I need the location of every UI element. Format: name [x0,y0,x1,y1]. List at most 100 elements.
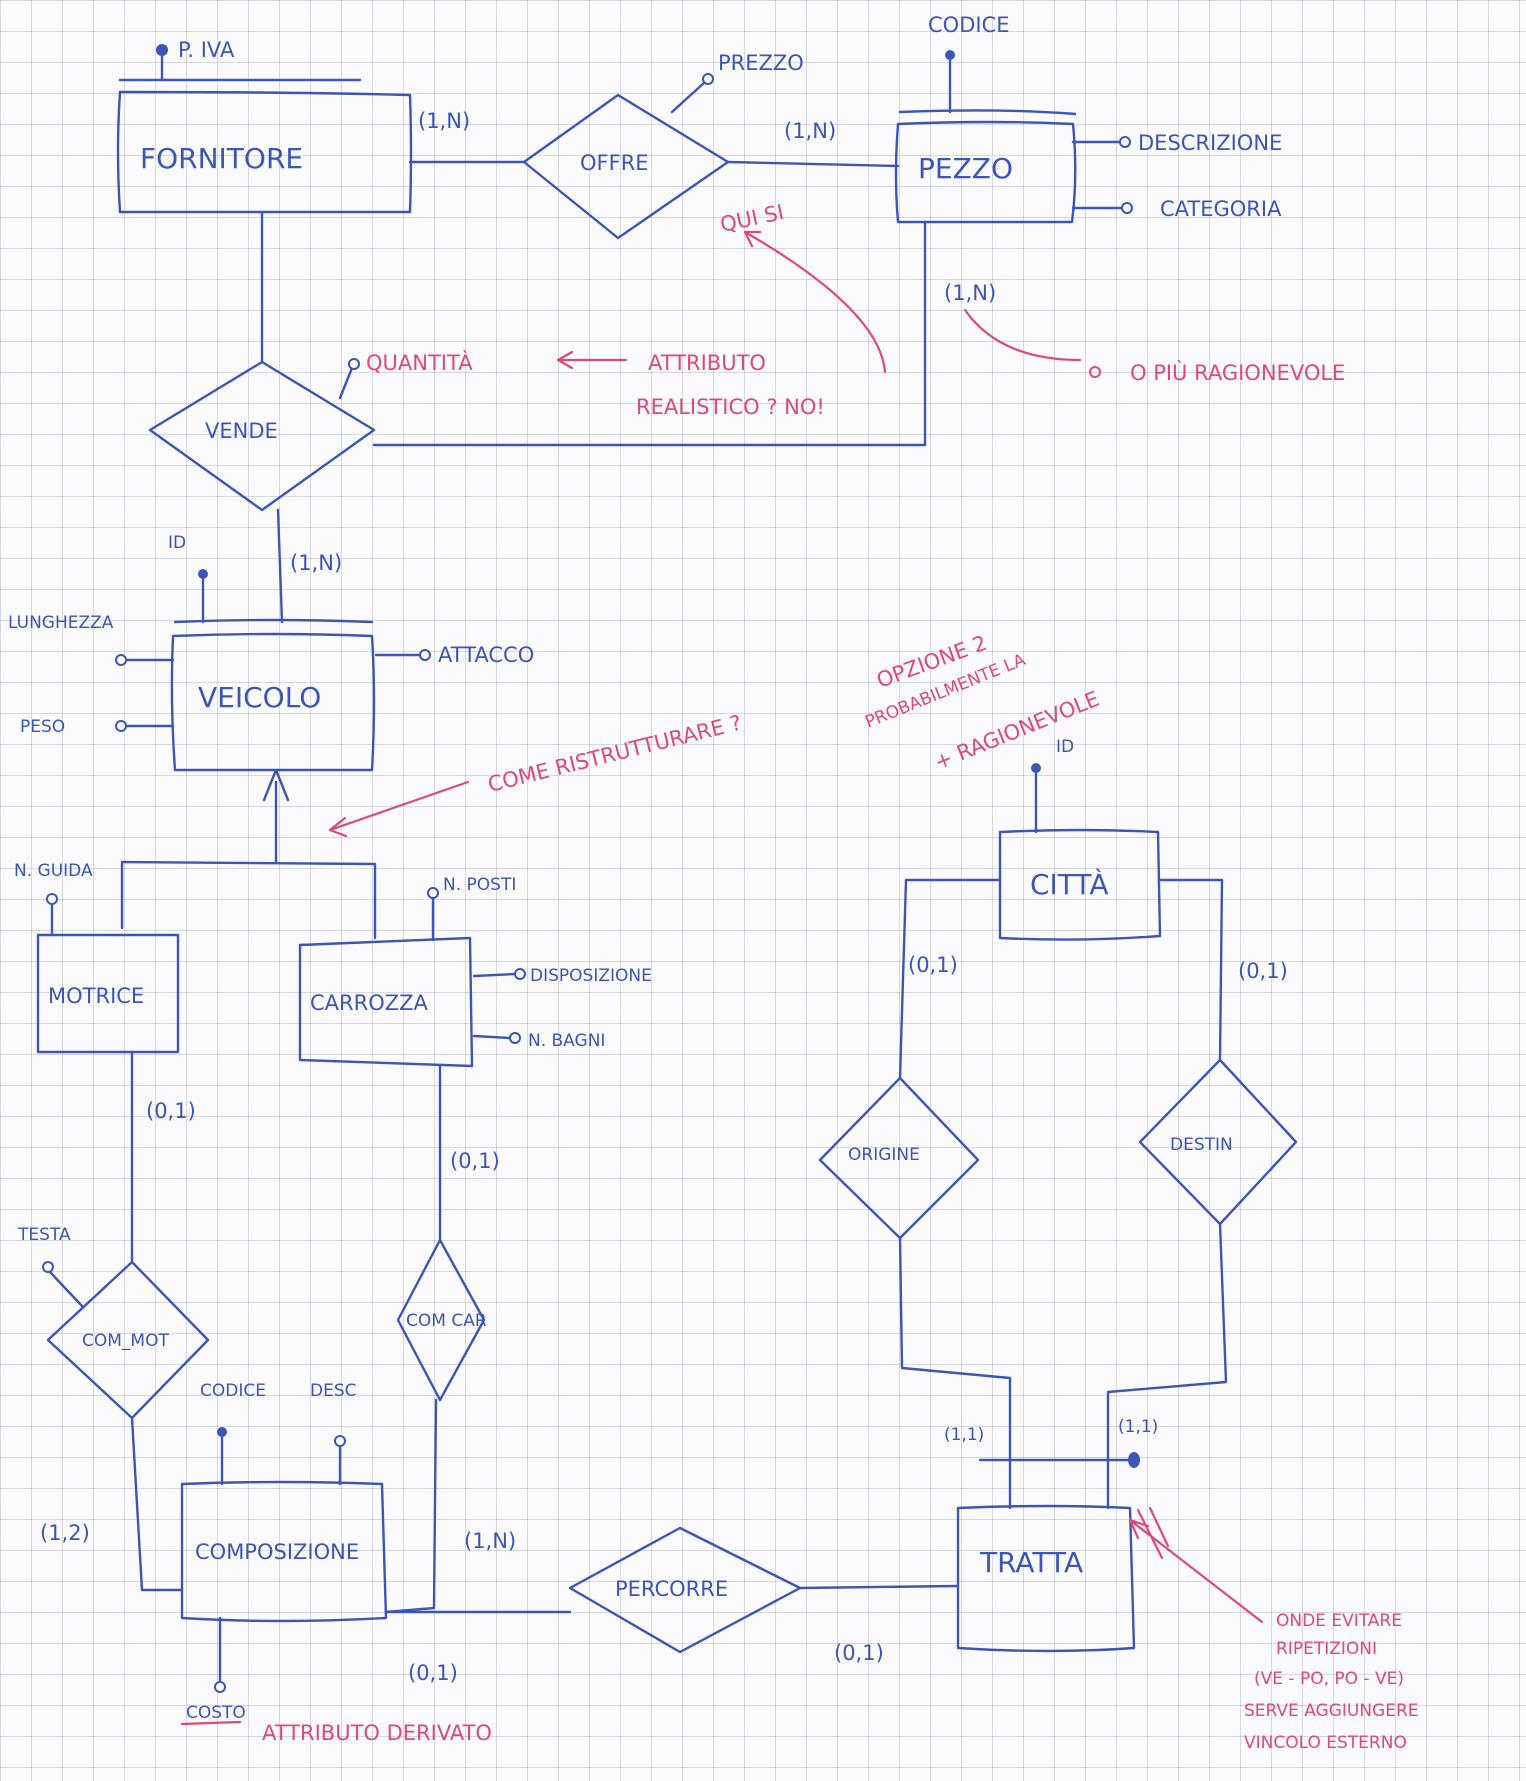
entity-motrice: MOTRICE [36,933,180,1054]
annotation-o-piu: O PIÙ RAGIONEVOLE [963,308,1345,385]
attr-peso-label: PESO [20,717,65,737]
relationship-vende-label: VENDE [205,419,278,443]
attr-n-guida: N. GUIDA [14,861,93,937]
relationship-origine: ORIGINE [818,1076,980,1240]
card-veicolo-vende: (1,N) [290,551,342,575]
attr-id-citta-label: ID [1056,737,1074,757]
attr-lunghezza-label: LUNGHEZZA [8,613,114,633]
attr-quantita: QUANTITÀ [338,350,473,400]
entity-composizione-label: COMPOSIZIONE [195,1540,359,1564]
annotation-attributo-realistico-1: ATTRIBUTO [648,351,766,375]
card-tratta-origine: (1,1) [944,1425,984,1445]
entity-veicolo-label: VEICOLO [198,681,321,714]
annotation-opzione-2-line3: + RAGIONEVOLE [931,687,1103,775]
card-fornitore-offre: (1,N) [418,109,470,133]
card-comp-comcar: (1,N) [464,1529,516,1553]
annotation-onde-line4: SERVE AGGIUNGERE [1244,1701,1419,1721]
relationship-destin: DESTIN [1138,1058,1298,1226]
attr-id-citta: ID [1031,737,1074,834]
attr-codice-comp-label: CODICE [200,1381,266,1401]
relationship-origine-label: ORIGINE [848,1145,920,1165]
card-motrice-commot: (0,1) [146,1099,196,1123]
attr-codice-pezzo-label: CODICE [928,13,1010,37]
attr-p-iva-label: P. IVA [178,38,235,62]
entity-tratta-label: TRATTA [979,1546,1083,1579]
attr-quantita-label: QUANTITÀ [366,350,473,375]
attr-p-iva: P. IVA [156,38,235,82]
connection-lines [130,160,1228,1614]
annotation-attributo-realistico-2: REALISTICO ? NO! [636,395,825,419]
relationship-percorre: PERCORRE [568,1526,802,1654]
annotation-come-ristrutturare: COME RISTRUTTURARE ? [485,711,744,797]
annotation-onde-line3: (VE - PO, PO - VE) [1254,1669,1404,1689]
relationship-com-mot: COM_MOT [46,1260,210,1420]
attr-desc: DESC [310,1381,357,1486]
isa-hierarchy [120,768,377,940]
card-comp-percorre: (0,1) [408,1661,458,1685]
attr-codice-pezzo: CODICE [928,13,1010,114]
attr-prezzo-label: PREZZO [718,51,804,75]
annotation-onde-evitare: ONDE EVITARE RIPETIZIONI (VE - PO, PO - … [1128,1506,1419,1753]
relationship-com-mot-label: COM_MOT [82,1331,169,1351]
attr-descrizione-label: DESCRIZIONE [1138,131,1282,155]
attr-n-posti-label: N. POSTI [443,875,516,895]
attr-desc-label: DESC [310,1381,357,1401]
entity-motrice-label: MOTRICE [48,984,144,1008]
entity-carrozza: CARROZZA [298,936,474,1068]
annotation-onde-line1: ONDE EVITARE [1276,1611,1402,1631]
annotation-o-piu-text: O PIÙ RAGIONEVOLE [1130,360,1345,385]
card-tratta-percorre: (0,1) [834,1641,884,1665]
annotation-onde-line5: VINCOLO ESTERNO [1244,1733,1407,1753]
entity-citta: CITTÀ [998,828,1162,941]
attr-disposizione-label: DISPOSIZIONE [530,966,652,986]
external-identifier-tratta [978,1452,1140,1468]
annotation-attributo-realistico: ATTRIBUTO REALISTICO ? NO! [556,350,825,419]
relationship-com-car-label: COM CAR [406,1311,487,1331]
attr-n-bagni: N. BAGNI [472,1031,605,1051]
attr-costo-label: COSTO [186,1703,246,1723]
relationship-offre: OFFRE [522,93,730,240]
entity-pezzo-label: PEZZO [918,152,1013,185]
attr-categoria: CATEGORIA [1071,197,1282,221]
attr-n-bagni-label: N. BAGNI [528,1031,605,1051]
annotation-onde-line2: RIPETIZIONI [1276,1639,1377,1659]
entity-veicolo: VEICOLO [170,618,376,772]
relationship-com-car: COM CAR [396,1238,487,1402]
attr-categoria-label: CATEGORIA [1160,197,1282,221]
entity-composizione: COMPOSIZIONE [180,1480,388,1623]
card-citta-destin: (0,1) [1238,959,1288,983]
card-carrozza-comcar: (0,1) [450,1149,500,1173]
attr-codice-comp: CODICE [200,1381,266,1486]
attr-peso: PESO [20,717,175,737]
attr-id-veicolo-label: ID [168,533,186,553]
card-citta-origine: (0,1) [908,953,958,977]
entity-fornitore-label: FORNITORE [140,142,303,175]
attr-id-veicolo: ID [168,533,208,624]
card-comp-commot: (1,2) [40,1521,90,1545]
relationship-destin-label: DESTIN [1170,1135,1233,1155]
attr-descrizione: DESCRIZIONE [1071,131,1282,155]
entity-tratta: TRATTA [956,1504,1136,1653]
attr-testa-label: TESTA [17,1225,71,1245]
attr-attacco: ATTACCO [374,643,534,667]
attr-attacco-label: ATTACCO [438,643,534,667]
attr-prezzo: PREZZO [670,51,804,114]
entity-pezzo: PEZZO [894,109,1077,224]
annotation-attributo-derivato: ATTRIBUTO DERIVATO [180,1720,492,1745]
attr-n-guida-label: N. GUIDA [14,861,93,881]
annotation-attributo-derivato-text: ATTRIBUTO DERIVATO [262,1721,492,1745]
attr-disposizione: DISPOSIZIONE [472,966,652,986]
entity-carrozza-label: CARROZZA [310,991,429,1015]
card-pezzo-vende: (1,N) [944,281,996,305]
attr-lunghezza: LUNGHEZZA [8,613,175,666]
card-tratta-destin: (1,1) [1118,1417,1158,1437]
card-pezzo-offre: (1,N) [784,119,836,143]
relationship-offre-label: OFFRE [580,151,649,175]
cardinalities: (1,N) (1,N) (1,N) (1,N) (0,1) (0,1) (0,1… [40,109,1288,1685]
attr-costo: COSTO [186,1616,246,1723]
attr-n-posti: N. POSTI [427,875,516,942]
relationship-vende: VENDE [148,360,376,512]
attr-testa: TESTA [17,1225,84,1308]
entity-fornitore: FORNITORE [116,78,413,214]
relationship-percorre-label: PERCORRE [615,1577,728,1601]
